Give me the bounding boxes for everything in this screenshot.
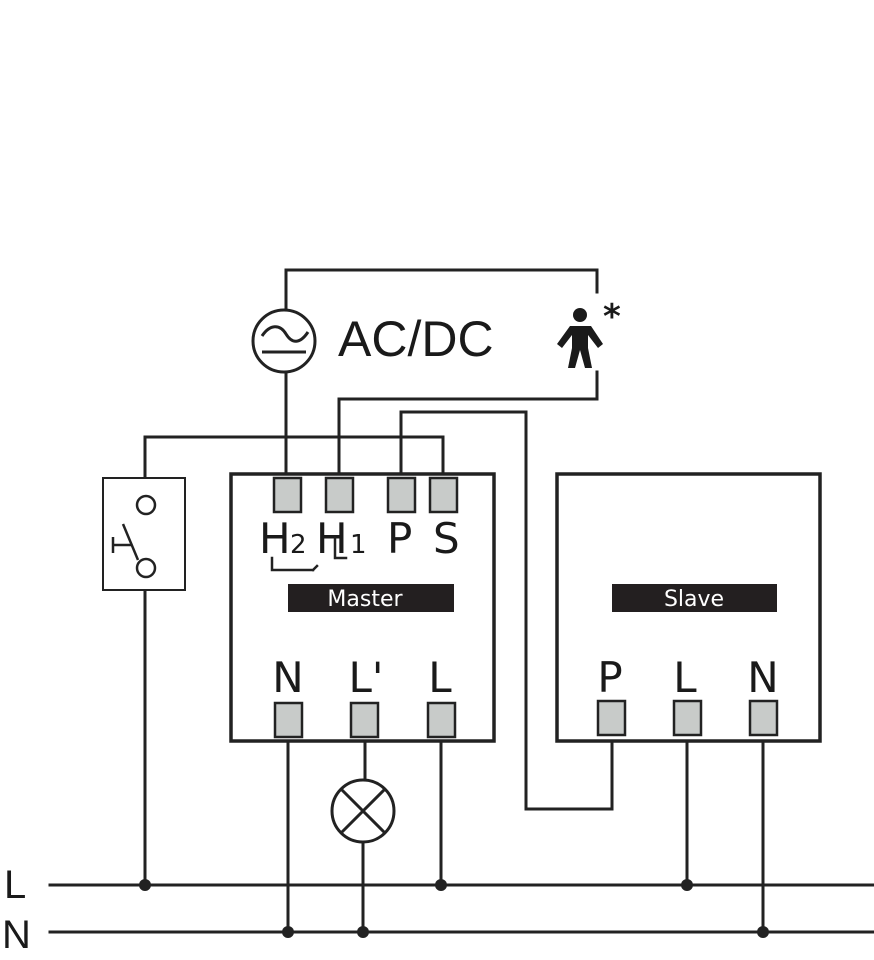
label-h1-h: H <box>316 514 348 563</box>
label-n-slave: N <box>747 653 778 702</box>
master-label: Master <box>327 587 403 612</box>
terminal-h2 <box>272 476 303 514</box>
h-bridge-bracket <box>270 536 348 572</box>
rail-l-label: L <box>4 863 26 907</box>
terminal-s <box>428 476 459 514</box>
rail-n-label: N <box>2 913 31 957</box>
label-lprime-master: L' <box>349 653 384 702</box>
label-s: S <box>433 514 460 563</box>
label-l-master: L <box>428 653 452 702</box>
label-p-slave: P <box>597 653 622 702</box>
junction-lamp-n <box>357 926 369 938</box>
master-label-bar <box>288 584 454 612</box>
terminal-l-master <box>426 701 457 739</box>
supply-label: AC/DC <box>338 311 494 367</box>
terminal-p-slave <box>596 699 627 737</box>
push-button-switch <box>102 477 186 591</box>
terminal-lprime-master <box>349 701 380 739</box>
motion-sensor-icon: * <box>557 297 621 368</box>
junction-slave-n <box>757 926 769 938</box>
junction-slave-l <box>681 879 693 891</box>
label-l-slave: L <box>673 653 697 702</box>
junction-master-n <box>282 926 294 938</box>
terminal-l-slave <box>672 699 703 737</box>
wire-sensor-to-h1 <box>337 370 599 480</box>
wire-supply-top <box>284 268 599 312</box>
wire-switch-to-s <box>143 435 445 480</box>
label-p-master: P <box>387 514 412 563</box>
supply-symbol <box>251 308 317 374</box>
label-n-master: N <box>272 653 303 702</box>
junction-master-l <box>435 879 447 891</box>
terminal-n-master <box>273 701 304 739</box>
svg-text:*: * <box>603 297 621 337</box>
label-h1-sub: 1 <box>350 530 367 560</box>
slave-label: Slave <box>664 587 724 612</box>
lamp-icon <box>330 778 396 844</box>
junction-switch-l <box>139 879 151 891</box>
label-h2-h: H <box>259 514 291 563</box>
label-h2-sub: 2 <box>290 530 307 560</box>
terminal-p-master <box>386 476 417 514</box>
terminal-h1 <box>324 476 355 514</box>
wire-p-master-to-slave <box>399 410 614 811</box>
terminal-n-slave <box>748 699 779 737</box>
slave-label-bar <box>612 584 777 612</box>
